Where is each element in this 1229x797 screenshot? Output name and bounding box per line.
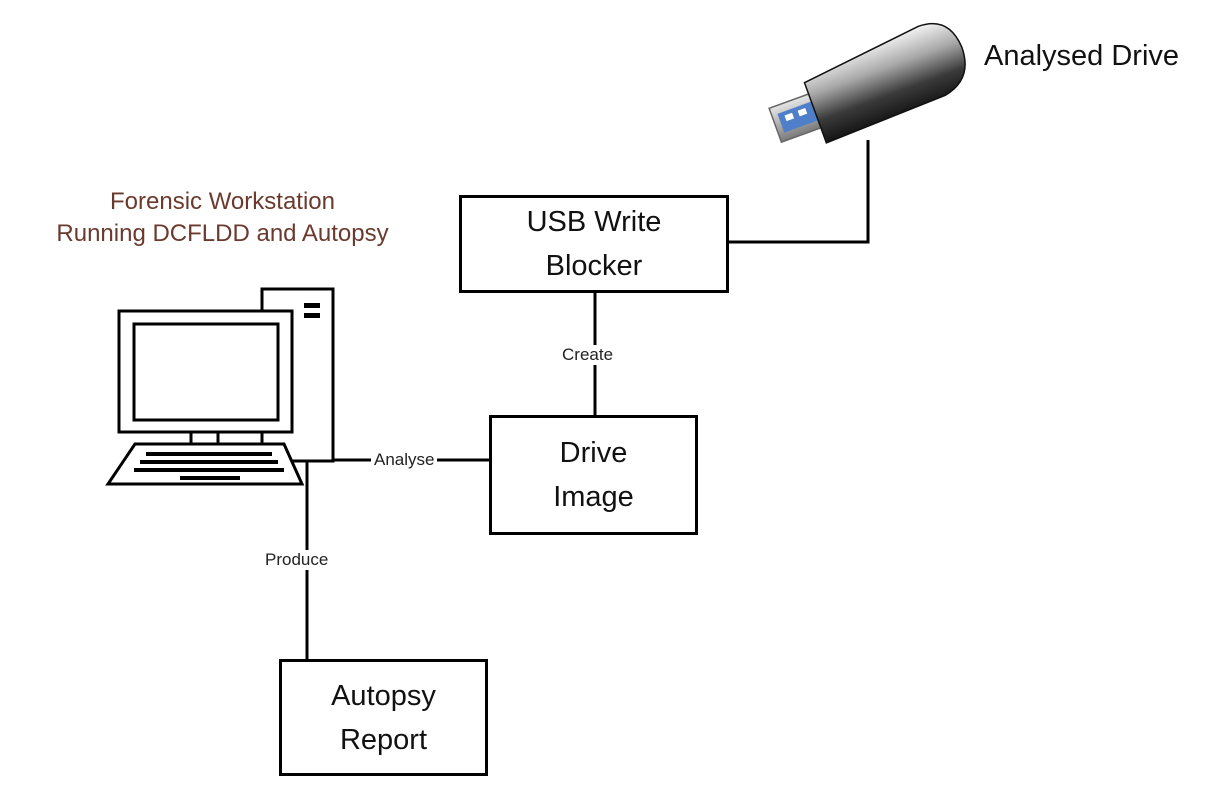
- usb-drive-icon: [768, 22, 966, 144]
- autopsy-report-line2: Report: [339, 723, 428, 756]
- edge-label-create: Create: [559, 345, 617, 365]
- connector-drive-to-blocker: [728, 140, 870, 244]
- write-blocker-line2: Blocker: [545, 250, 643, 282]
- edge-label-produce: Produce: [262, 550, 332, 570]
- workstation-label-line2: Running DCFLDD and Autopsy: [56, 220, 389, 247]
- edge-label-analyse: Analyse: [371, 450, 438, 470]
- write-blocker-box: USB Write Blocker: [459, 195, 729, 293]
- write-blocker-line1: USB Write: [526, 206, 662, 238]
- computer-workstation-icon: [105, 287, 335, 486]
- drive-image-box: Drive Image: [489, 415, 698, 535]
- workstation-label-line1: Forensic Workstation: [110, 188, 335, 215]
- workstation-label: Forensic Workstation Running DCFLDD and …: [0, 186, 445, 250]
- drive-image-line1: Drive: [559, 437, 628, 469]
- analysed-drive-label: Analysed Drive: [984, 40, 1180, 72]
- autopsy-report-box: Autopsy Report: [279, 659, 488, 776]
- drive-image-line2: Image: [553, 481, 634, 513]
- autopsy-report-line1: Autopsy: [331, 679, 436, 712]
